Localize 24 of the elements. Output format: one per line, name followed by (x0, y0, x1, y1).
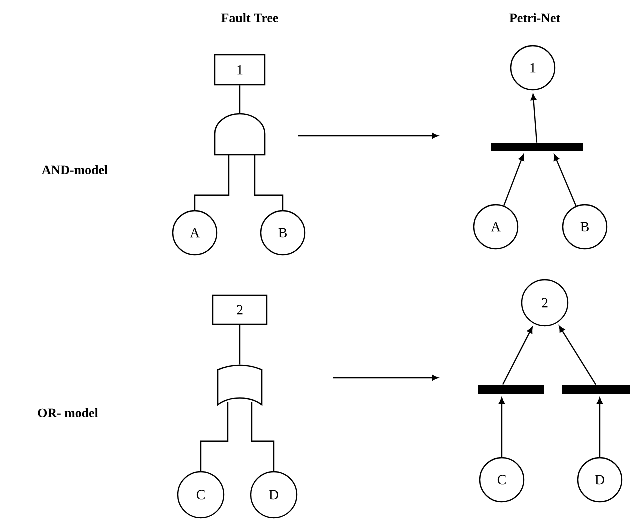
arrow (499, 398, 505, 458)
row-label: OR- model (38, 408, 98, 418)
row-label: AND-model (42, 165, 108, 175)
connector-line (200, 402, 229, 472)
or-gate (217, 364, 263, 406)
arrow (504, 154, 524, 206)
arrow (597, 398, 603, 458)
connector-line (239, 325, 241, 365)
and-gate (214, 113, 266, 156)
arrow (502, 327, 533, 386)
connector-line (254, 155, 284, 210)
column-heading: Fault Tree (222, 13, 278, 23)
connector-line (239, 86, 241, 114)
transition-bar (491, 142, 583, 151)
event-box: 1 (214, 54, 266, 86)
arrow (530, 94, 538, 143)
arrow (554, 154, 577, 206)
column-heading: Petri-Net (510, 13, 560, 23)
transition-bar (478, 384, 544, 394)
connector-line (194, 155, 230, 210)
arrow (559, 326, 596, 386)
transition-bar (562, 384, 630, 394)
connector-line (251, 402, 275, 472)
event-box: 2 (212, 294, 268, 326)
